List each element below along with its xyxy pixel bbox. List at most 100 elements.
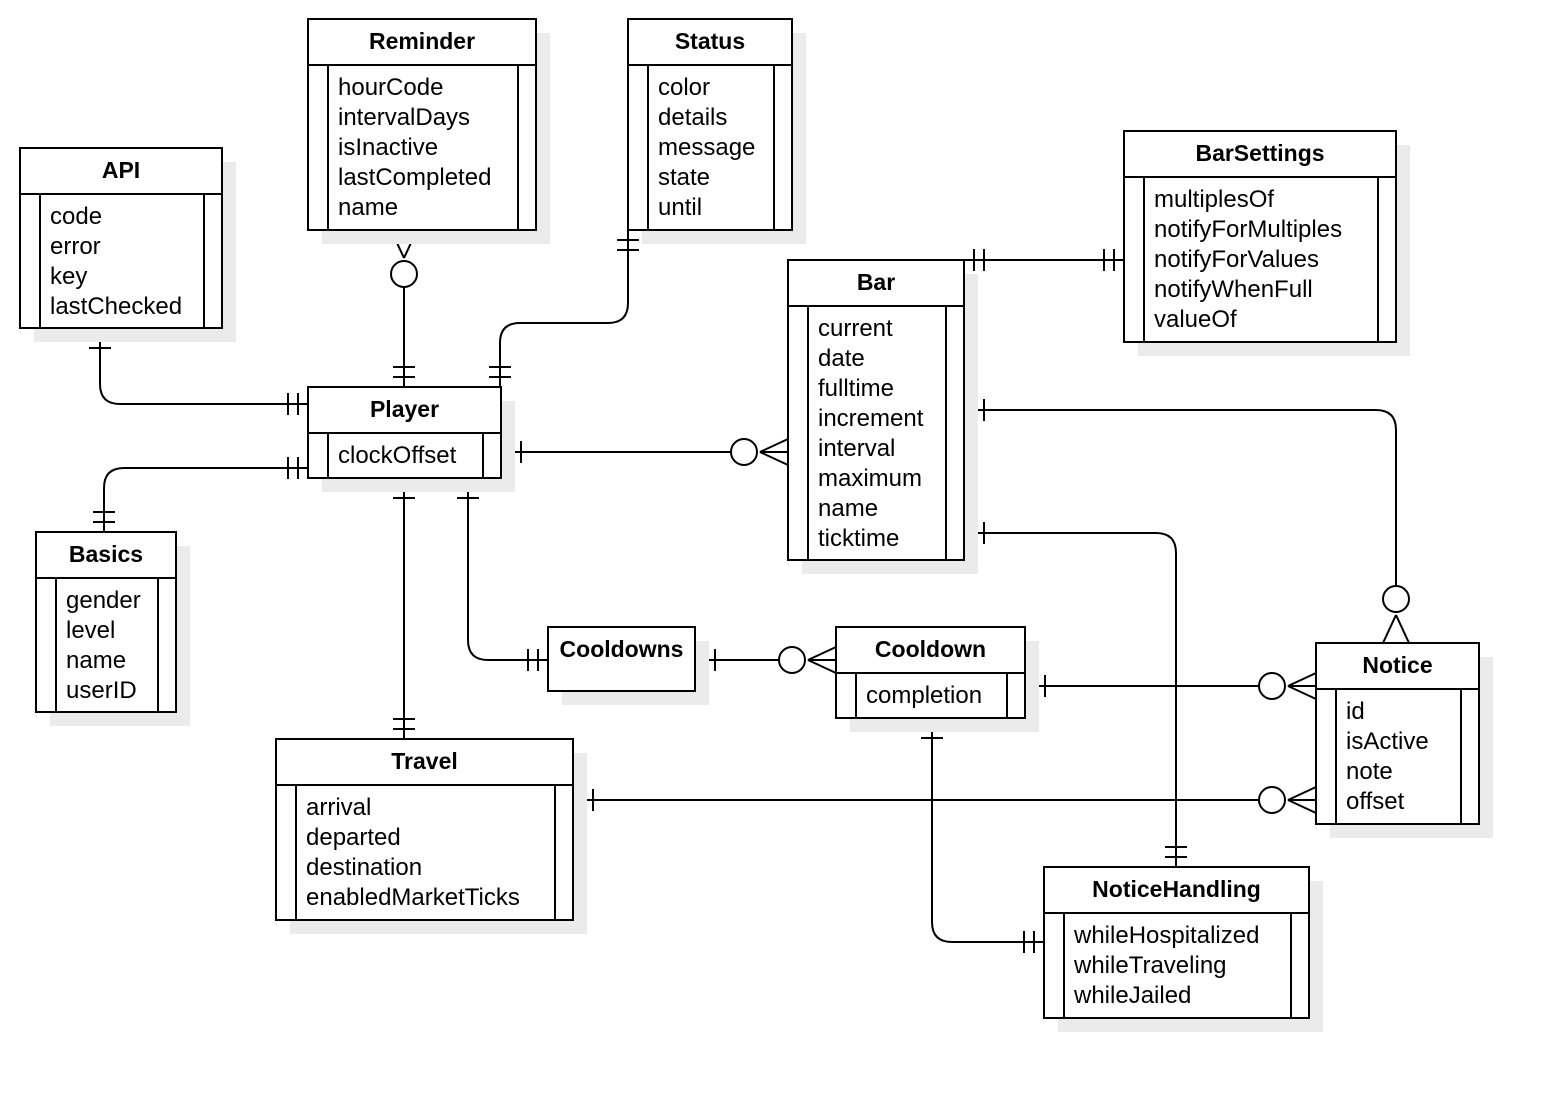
- entity-attribute: color: [658, 74, 710, 101]
- entity-attribute: departed: [306, 824, 401, 851]
- rel-bar-notice: [964, 409, 1397, 587]
- entity-attribute: isInactive: [338, 134, 438, 161]
- entity-box: [275, 738, 574, 921]
- rel-player-status: [499, 230, 629, 387]
- entity-box: [1123, 130, 1397, 343]
- entity-attribute: name: [818, 495, 878, 522]
- entity-attribute: note: [1346, 758, 1393, 785]
- entity-attribute: multiplesOf: [1154, 186, 1274, 213]
- entity-attribute: error: [50, 233, 101, 260]
- rel-player-status-one-b: [617, 239, 639, 251]
- entity-attribute: date: [818, 345, 865, 372]
- entity-attribute: lastChecked: [50, 293, 182, 320]
- entity-attribute: fulltime: [818, 375, 894, 402]
- rel-player-cooldowns-one-b: [527, 649, 539, 671]
- entity-title: Notice: [1362, 652, 1432, 678]
- entity-box: [787, 259, 965, 561]
- entity-attribute: maximum: [818, 465, 922, 492]
- entity-attribute: code: [50, 203, 102, 230]
- rel-player-api-one-a: [287, 393, 299, 415]
- entity-status: Status color details message state until: [627, 18, 806, 244]
- entity-attribute: notifyForValues: [1154, 246, 1319, 273]
- entity-attribute: interval: [818, 435, 895, 462]
- entity-noticehandling: NoticeHandling whileHospitalized whileTrav…: [1043, 866, 1323, 1032]
- rel-cooldown-noticehandling-one-b: [1023, 931, 1035, 953]
- entity-attribute: lastCompleted: [338, 164, 491, 191]
- entity-title: Basics: [69, 541, 143, 567]
- rel-bar-barsettings-one-b: [1103, 249, 1115, 271]
- rel-player-bar-many: [730, 438, 789, 466]
- entity-reminder: Reminder hourCode intervalDays isInactive la…: [307, 18, 550, 244]
- entity-attribute: ticktime: [818, 525, 899, 552]
- entity-attribute: id: [1346, 698, 1365, 725]
- rel-bar-notice-many: [1382, 585, 1410, 644]
- entity-attribute: details: [658, 104, 727, 131]
- entity-title: Reminder: [369, 28, 475, 54]
- rel-player-reminder-one: [393, 366, 415, 378]
- entity-attribute: destination: [306, 854, 422, 881]
- rel-bar-noticehandling: [964, 532, 1177, 867]
- entity-attribute: state: [658, 164, 710, 191]
- entity-attribute: current: [818, 315, 893, 342]
- entity-attribute: level: [66, 617, 115, 644]
- entity-cooldowns: Cooldowns: [547, 626, 709, 705]
- entity-attribute: gender: [66, 587, 141, 614]
- entity-title: BarSettings: [1195, 140, 1324, 166]
- entity-box: [307, 18, 537, 231]
- entity-attribute: whileHospitalized: [1073, 922, 1259, 949]
- entity-title: Travel: [391, 748, 458, 774]
- entity-attribute: whileJailed: [1073, 982, 1191, 1009]
- entity-attribute: until: [658, 194, 702, 221]
- rel-travel-notice-many: [1258, 786, 1317, 814]
- rel-player-basics: [103, 467, 308, 532]
- entity-title: Cooldowns: [560, 636, 684, 662]
- entity-title: Player: [370, 396, 439, 422]
- entity-attribute: userID: [66, 677, 137, 704]
- entity-attribute: notifyForMultiples: [1154, 216, 1342, 243]
- entity-basics: Basics gender level name userID: [35, 531, 190, 726]
- entity-attribute: message: [658, 134, 755, 161]
- entity-box: [1043, 866, 1310, 1019]
- entity-box: [1315, 642, 1480, 825]
- entity-attribute: clockOffset: [338, 442, 457, 469]
- rel-bar-barsettings-one-a: [973, 249, 985, 271]
- rel-player-basics-one-a: [287, 457, 299, 479]
- entity-attribute: intervalDays: [338, 104, 470, 131]
- entity-attribute: notifyWhenFull: [1154, 276, 1313, 303]
- entity-title: Status: [675, 28, 745, 54]
- entity-attribute: enabledMarketTicks: [306, 884, 520, 911]
- entity-notice: Notice id isActive note offset: [1315, 642, 1493, 838]
- entity-attribute: offset: [1346, 788, 1405, 815]
- entity-title: Bar: [857, 269, 895, 295]
- entity-title: API: [102, 157, 140, 183]
- entity-travel: Travel arrival departed destination enabledM…: [275, 738, 587, 934]
- rel-player-api: [99, 328, 308, 405]
- entity-attribute: isActive: [1346, 728, 1429, 755]
- rel-player-status-one-a: [489, 366, 511, 378]
- entity-box: [547, 626, 696, 692]
- entity-bar: Bar current date fulltime increment interval m…: [787, 259, 978, 574]
- entity-barsettings: BarSettings multiplesOf notifyForMultiples…: [1123, 130, 1410, 356]
- rel-cooldown-noticehandling: [931, 718, 1044, 943]
- entities: Reminder hourCode intervalDays isInactive la…: [19, 18, 1493, 1032]
- rel-player-travel-one-b: [393, 718, 415, 730]
- entity-attribute: whileTraveling: [1073, 952, 1227, 979]
- entity-box: [19, 147, 223, 329]
- entity-attribute: valueOf: [1154, 306, 1237, 333]
- rel-player-cooldowns: [467, 478, 548, 661]
- entity-attribute: increment: [818, 405, 924, 432]
- entity-box: [35, 531, 177, 713]
- entity-attribute: key: [50, 263, 87, 290]
- entity-player: Player clockOffset: [307, 386, 515, 492]
- entity-title: NoticeHandling: [1092, 876, 1261, 902]
- relationship-lines: [89, 229, 1410, 953]
- entity-attribute: hourCode: [338, 74, 443, 101]
- entity-box: [627, 18, 793, 231]
- entity-attribute: name: [338, 194, 398, 221]
- entity-attribute: name: [66, 647, 126, 674]
- entity-attribute: arrival: [306, 794, 371, 821]
- entity-title: Cooldown: [875, 636, 986, 662]
